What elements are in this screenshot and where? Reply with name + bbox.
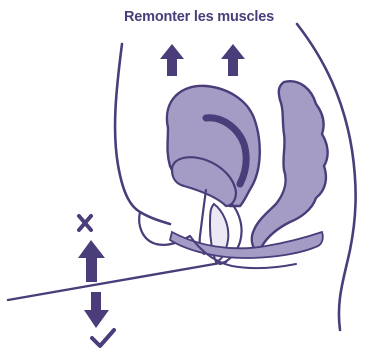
pelvic-floor-muscle [170, 232, 323, 258]
cross-mark-icon [79, 216, 91, 230]
check-mark-icon [92, 330, 114, 346]
arrow-up-icon [160, 44, 184, 76]
body-outline-back [115, 44, 170, 224]
arrow-up-icon [221, 44, 245, 76]
probe-line [8, 262, 226, 300]
rectum [252, 81, 328, 252]
